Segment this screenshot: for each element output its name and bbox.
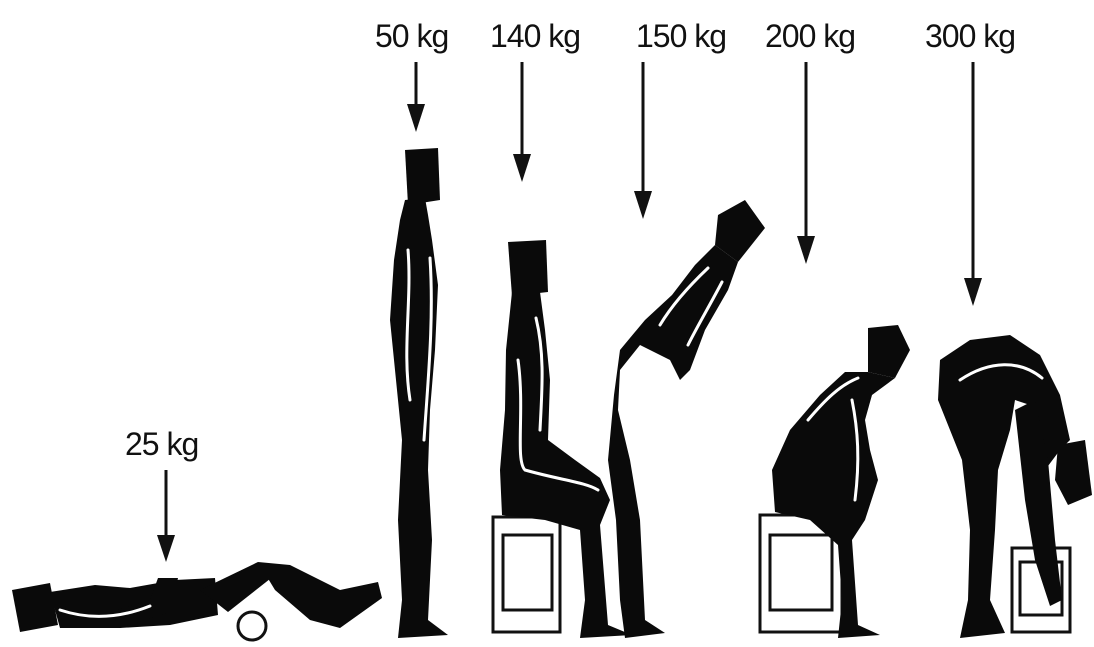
stool-sitting-upright — [493, 517, 560, 632]
posture-sitting-upright: 140 kg — [490, 18, 632, 638]
load-arrow-sitting-upright — [513, 62, 531, 182]
load-label-sitting-bent: 200 kg — [765, 18, 855, 54]
figure-lying — [12, 562, 382, 632]
posture-standing-bent: 150 kg — [608, 18, 765, 638]
posture-standing: 50 kg — [375, 18, 448, 638]
posture-sitting-bent: 200 kg — [760, 18, 910, 638]
load-label-lifting-bent: 300 kg — [925, 18, 1015, 54]
load-arrow-sitting-bent — [797, 62, 815, 264]
figure-standing — [390, 148, 448, 638]
load-arrow-lifting-bent — [964, 62, 982, 306]
posture-lying: 25 kg — [12, 426, 382, 640]
load-label-standing: 50 kg — [375, 18, 448, 54]
load-arrow-standing-bent — [634, 62, 652, 219]
knee-support-roll — [238, 612, 266, 640]
load-label-sitting-upright: 140 kg — [490, 18, 580, 54]
load-label-lying: 25 kg — [125, 426, 198, 462]
posture-lifting-bent: 300 kg — [925, 18, 1092, 638]
load-label-standing-bent: 150 kg — [636, 18, 726, 54]
load-arrow-lying — [157, 470, 175, 562]
figure-standing-bent — [608, 200, 765, 638]
load-arrow-standing — [407, 62, 425, 132]
